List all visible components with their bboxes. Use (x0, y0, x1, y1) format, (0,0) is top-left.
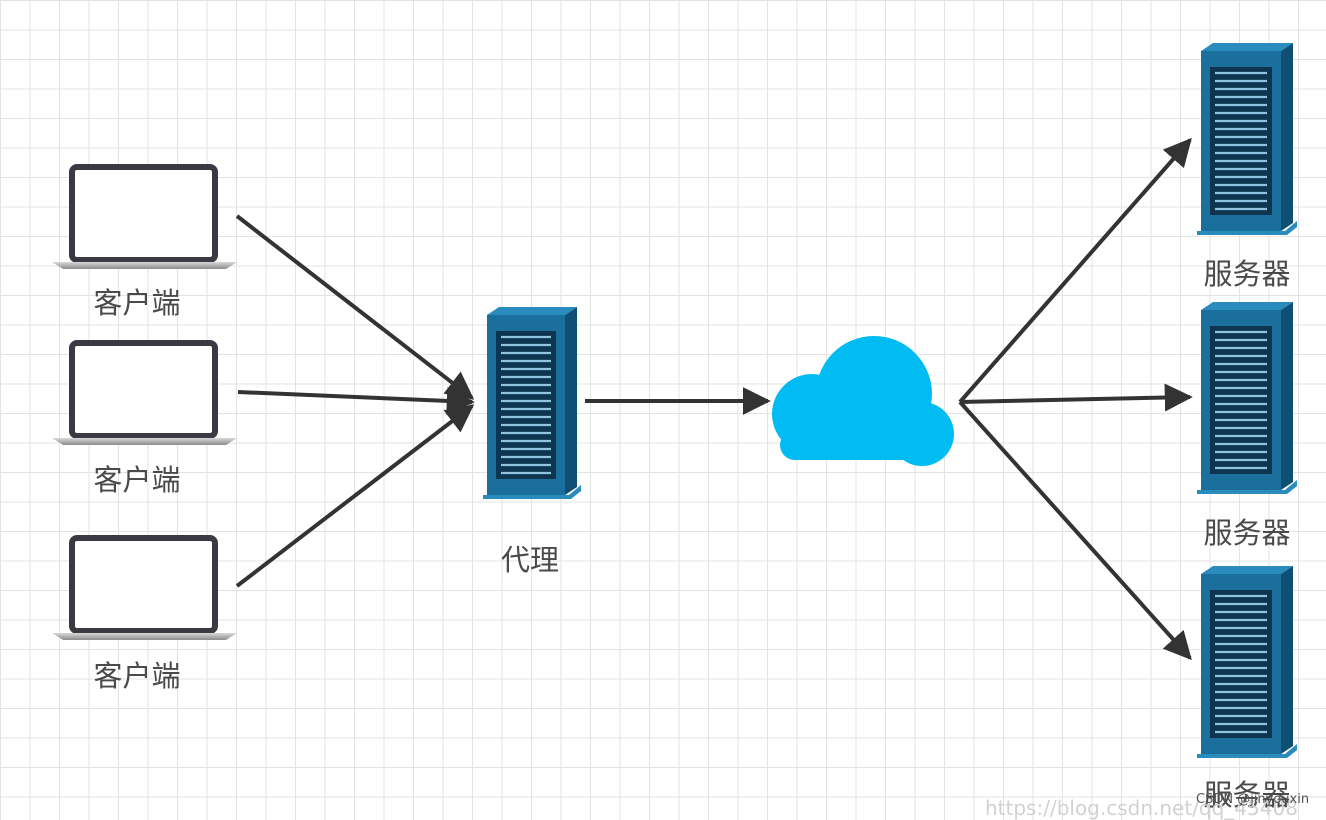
edge-cloud-server2 (959, 383, 1193, 412)
edge-client2-proxy (237, 386, 475, 415)
edge-client1-proxy (235, 214, 475, 400)
laptop-icon-2 (52, 340, 237, 445)
client-label-1: 客户端 (93, 286, 181, 320)
csdn-watermark: CSDN @jinyouxin (1196, 792, 1310, 807)
edges (235, 137, 1193, 661)
laptop-icon-1 (52, 164, 237, 269)
client-label-2: 客户端 (93, 463, 181, 497)
server-icon-1 (1197, 43, 1297, 235)
edge-cloud-server3 (958, 400, 1192, 661)
server-label-1: 服务器 (1203, 257, 1291, 291)
edge-cloud-server1 (958, 137, 1192, 404)
client-label-3: 客户端 (93, 659, 181, 693)
laptop-icon-3 (52, 535, 237, 640)
proxy-server-icon (483, 307, 581, 499)
cloud-icon (772, 336, 954, 466)
server-icon-3 (1197, 566, 1297, 758)
edge-client3-proxy (235, 404, 475, 588)
server-label-2: 服务器 (1203, 516, 1291, 550)
server-icon-2 (1197, 302, 1297, 494)
url-watermark: https://blog.csdn.net/qq_45408 (985, 796, 1298, 820)
server-label-3: 服务器 (1203, 778, 1291, 812)
proxy-label: 代理 (500, 543, 560, 577)
